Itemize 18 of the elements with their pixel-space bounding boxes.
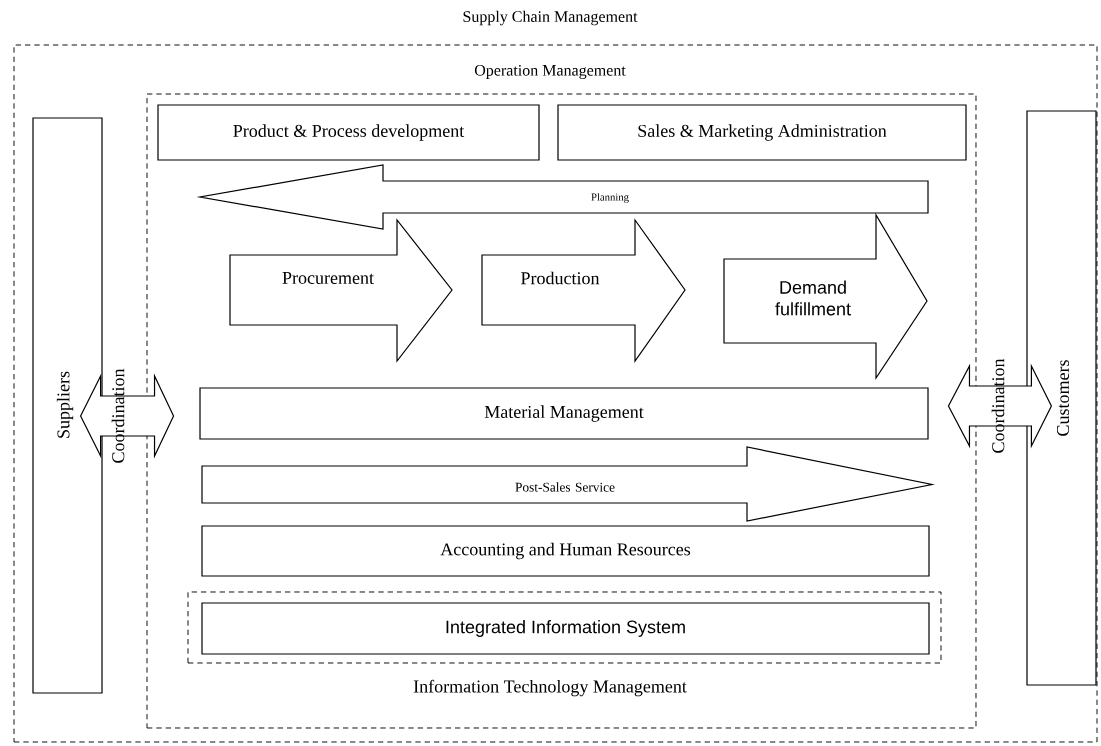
edge-label: Coordination [991,358,1005,453]
party-box: Customers [1026,110,1097,686]
node-label: Operation Management [474,64,626,80]
process-box: Accounting and Human Resources [201,525,930,577]
party-box: Suppliers [32,117,103,694]
pointed-banner: Demand fulfillment [723,212,928,380]
process-box: Sales & Marketing Administration [557,104,967,161]
double-block-arrow [947,363,1053,449]
node-label: Supply Chain Management [463,10,638,26]
pointed-banner: Post-Sales Service [201,446,936,522]
edge-label: Coordination [111,368,125,463]
pointed-banner: Planning [196,164,929,230]
process-box: Material Management [199,387,929,440]
node-label: Information Technology Management [413,679,687,697]
pointed-banner: Procurement [229,218,453,363]
process-box: Product & Process development [157,104,540,161]
process-box: Integrated Information System [201,602,930,655]
pointed-banner: Production [481,218,686,363]
